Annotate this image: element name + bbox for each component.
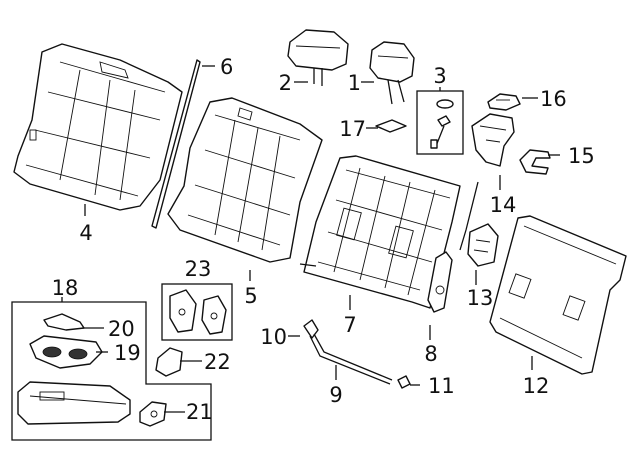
label-16: 16 [540,87,567,111]
seatback-pad [167,97,323,263]
escutcheon [519,149,551,175]
hinge-cover-kit [161,283,233,341]
latch-mechanism [459,181,499,267]
back-panel [489,215,627,375]
label-22: 22 [204,350,231,374]
armrest-body [17,381,131,425]
label-2: 2 [279,71,292,95]
label-4: 4 [79,221,92,245]
leader-lines [61,65,560,413]
label-10: 10 [260,325,287,349]
label-14: 14 [490,193,517,217]
label-23: 23 [185,257,212,281]
seatback-cover [13,43,183,211]
label-5: 5 [244,284,257,308]
label-7: 7 [343,313,356,337]
trim-strip [151,59,201,229]
headrest-small [287,29,349,86]
label-20: 20 [108,317,135,341]
end-cap [397,375,411,389]
trim-bar [43,313,85,331]
label-3: 3 [433,64,446,88]
cup-holder [29,335,103,369]
bezel [487,93,521,111]
latch-cover [471,113,515,167]
armrest-bracket [139,401,167,427]
armrest-assembly [11,301,212,441]
label-21: 21 [186,400,213,424]
label-9: 9 [329,383,342,407]
label-17: 17 [339,117,366,141]
label-13: 13 [467,286,494,310]
hinge-bracket [155,347,183,377]
cable-rod [303,319,393,385]
label-1: 1 [348,71,361,95]
seatback-frame [299,155,461,309]
label-18: 18 [52,276,79,300]
label-12: 12 [523,374,550,398]
pad-clip [375,119,407,133]
release-bracket [427,251,453,313]
label-11: 11 [428,374,455,398]
callout-labels: 1 2 3 4 5 6 7 8 9 10 11 12 13 14 15 16 1… [52,55,595,424]
headrest-large [369,41,415,105]
label-15: 15 [568,144,595,168]
label-6: 6 [220,55,233,79]
guide-kit [416,90,464,155]
label-8: 8 [424,342,437,366]
label-19: 19 [114,341,141,365]
